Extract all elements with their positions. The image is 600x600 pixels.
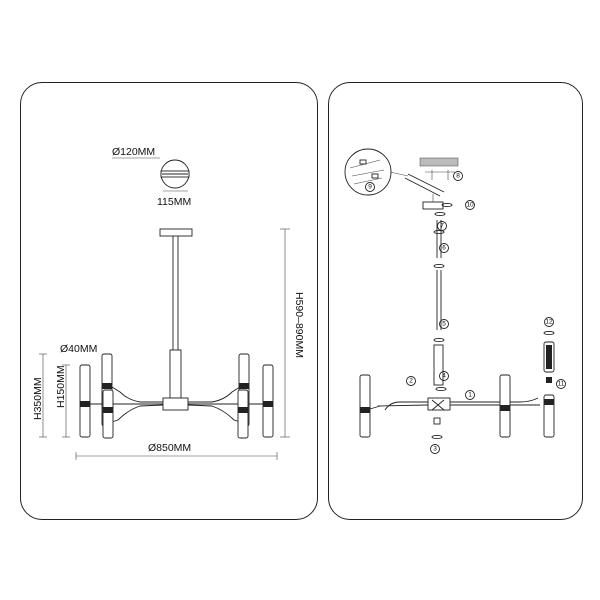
chandelier-side-view <box>79 228 274 439</box>
svg-text:7: 7 <box>440 223 444 230</box>
svg-text:4: 4 <box>442 373 446 380</box>
dimensions-panel <box>20 82 318 520</box>
callout-3: 3 <box>430 444 440 454</box>
svg-text:2: 2 <box>409 378 413 385</box>
svg-text:9: 9 <box>368 184 372 191</box>
svg-text:12: 12 <box>545 319 553 326</box>
callout-7: 7 <box>437 221 447 231</box>
callout-10: 10 <box>465 200 475 210</box>
dimension-lines: H590–890MM Ø40MM H350MM H150MM Ø850MM <box>32 228 305 460</box>
shade-diameter-label: Ø40MM <box>60 343 97 355</box>
svg-text:8: 8 <box>456 173 460 180</box>
overall-height-label: H590–890MM <box>293 292 305 358</box>
callout-5: 5 <box>439 319 449 329</box>
callout-12: 12 <box>544 317 554 327</box>
svg-text:1: 1 <box>468 392 472 399</box>
canopy-detail: Ø120MM 115MM <box>112 146 191 208</box>
callout-9: 9 <box>365 182 375 192</box>
svg-text:5: 5 <box>442 321 446 328</box>
svg-text:11: 11 <box>558 381 565 388</box>
total-height-label: H350MM <box>32 377 44 420</box>
ceiling-hatch <box>419 157 459 167</box>
callouts: 1 2 3 4 5 6 7 8 <box>365 171 566 454</box>
callout-4: 4 <box>439 371 449 381</box>
svg-text:6: 6 <box>442 245 446 252</box>
center-hub <box>162 397 189 411</box>
callout-2: 2 <box>406 376 416 386</box>
callout-1: 1 <box>465 390 475 400</box>
callout-6: 6 <box>439 243 449 253</box>
overall-diameter-label: Ø850MM <box>148 442 191 454</box>
canopy-diameter-label: Ø120MM <box>112 146 155 158</box>
svg-text:3: 3 <box>433 446 437 453</box>
ceiling-plate <box>159 228 193 237</box>
svg-text:10: 10 <box>466 202 474 209</box>
assembly-drawing <box>344 148 555 440</box>
callout-11: 11 <box>556 379 566 389</box>
canopy-height-label: 115MM <box>157 196 191 208</box>
canopy <box>422 201 444 210</box>
callout-8: 8 <box>453 171 463 181</box>
assembly-panel <box>328 82 583 520</box>
shade-height-label: H150MM <box>55 365 67 408</box>
